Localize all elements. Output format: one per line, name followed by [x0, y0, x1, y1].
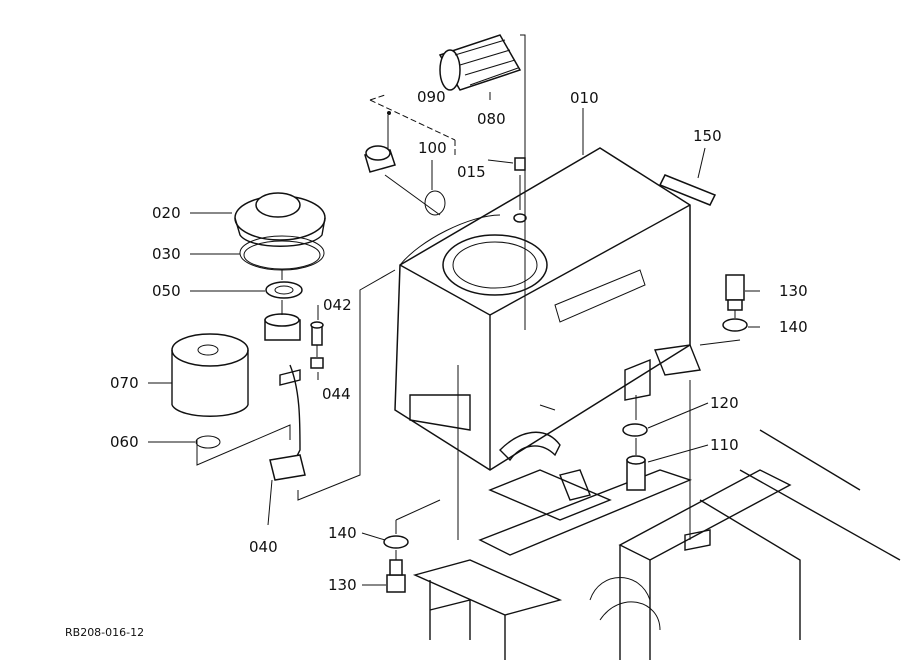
callout-030: 030	[152, 245, 181, 263]
callout-010: 010	[570, 89, 599, 107]
callout-080: 080	[477, 110, 506, 128]
callout-070: 070	[110, 374, 139, 392]
callout-020: 020	[152, 204, 181, 222]
callout-150: 150	[693, 127, 722, 145]
callout-090: 090	[417, 88, 446, 106]
filler-cap-assembly	[234, 192, 326, 341]
callout-040: 040	[249, 538, 278, 556]
mounting-hardware	[383, 274, 748, 593]
callout-042: 042	[323, 296, 352, 314]
callout-110: 110	[710, 436, 739, 454]
callout-120: 120	[710, 394, 739, 412]
fuel-hose-assembly	[269, 321, 324, 481]
fuel-tank	[394, 147, 701, 471]
fuel-filter-assembly	[171, 333, 249, 449]
callout-050: 050	[152, 282, 181, 300]
callout-015: 015	[457, 163, 486, 181]
small-parts	[513, 157, 717, 223]
guide-lines	[196, 34, 741, 560]
reference-code: RB208-016-12	[65, 626, 144, 639]
callout-140-top: 140	[779, 318, 808, 336]
callout-labels: 010 015 020 030 040 042 044 050 060 070 …	[65, 88, 808, 639]
callout-044: 044	[322, 385, 351, 403]
callout-060: 060	[110, 433, 139, 451]
callout-100: 100	[418, 139, 447, 157]
callout-140-bottom: 140	[328, 524, 357, 542]
callout-130-top: 130	[779, 282, 808, 300]
strainer-assembly	[364, 34, 522, 216]
leader-lines	[148, 92, 760, 586]
chassis-frame	[412, 429, 901, 660]
callout-130-bottom: 130	[328, 576, 357, 594]
